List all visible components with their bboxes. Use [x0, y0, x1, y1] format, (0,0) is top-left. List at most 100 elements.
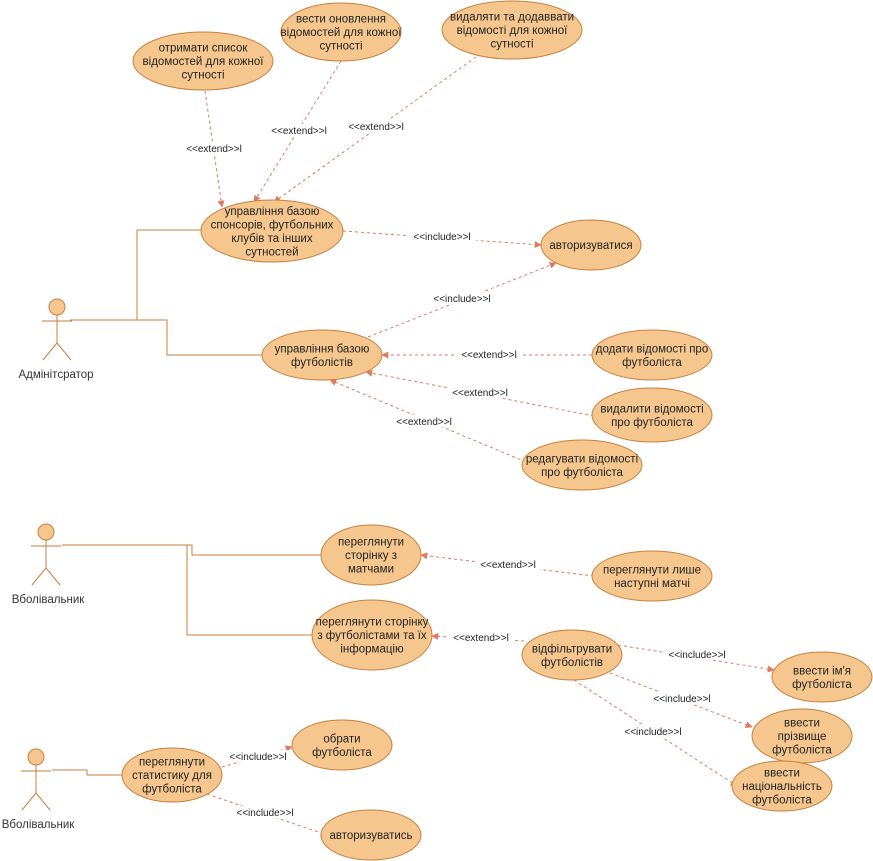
use-case-label: отримати список [159, 43, 249, 55]
use-case-ellipse [591, 329, 713, 381]
actor-left-leg [21, 792, 37, 811]
extend-label: <<extend>>l [452, 388, 508, 399]
actor-left-leg [42, 342, 58, 361]
extend-label: <<extend>>l [396, 417, 452, 428]
use-case-uc-auth2[interactable]: авторизуватись [320, 809, 422, 861]
extend-arrow [420, 552, 595, 577]
association-line [62, 544, 321, 556]
use-case-uc-auth[interactable]: авторизуватися [540, 219, 642, 271]
use-case-label: управління базою [275, 343, 370, 355]
use-case-ellipse [521, 629, 623, 681]
label-background [449, 631, 513, 643]
actor-fan2[interactable]: Вболівальник [2, 748, 76, 831]
use-case-ellipse [121, 747, 223, 803]
include-relation: <<include>>l [367, 262, 557, 338]
include-relation: <<include>>l [573, 679, 738, 787]
actor-left-leg [31, 567, 47, 586]
use-case-label: ввести ім'я [793, 665, 851, 677]
actor-name: Адмінітсратор [18, 369, 93, 381]
association-line [62, 544, 312, 636]
label-background [182, 142, 246, 154]
actor-head-icon [27, 748, 45, 766]
extend-relation: <<extend>>l [273, 56, 477, 203]
use-case-label: футболіста [622, 357, 682, 369]
include-relation: <<include>>l [221, 745, 293, 768]
actor-right-leg [56, 342, 72, 361]
label-background [662, 648, 732, 660]
actor-name: Вболівальник [12, 594, 86, 606]
use-case-ellipse [591, 550, 713, 602]
use-case-label: про футболіста [611, 417, 693, 429]
use-case-label: ввести [784, 718, 820, 730]
use-case-label: відомості для кожної [457, 25, 569, 37]
use-case-label: обрати [323, 733, 360, 745]
use-case-ellipse [731, 760, 833, 812]
use-case-label: національність [742, 781, 822, 793]
use-case-uc-name[interactable]: ввести ім'я футболіста [771, 651, 873, 703]
use-case-label: переглянути [338, 537, 404, 549]
label-background [457, 348, 521, 360]
use-case-label: футболіста [142, 784, 202, 796]
actor-name: Вболівальник [2, 819, 76, 831]
use-case-ellipse [591, 387, 713, 443]
extend-relation: <<extend>>l [365, 369, 595, 417]
association-line [70, 319, 262, 356]
use-case-label: сутності [181, 70, 224, 82]
use-case-ellipse [441, 0, 583, 60]
actor-right-leg [35, 792, 51, 811]
use-case-label: футболіста [752, 795, 812, 807]
association-line [70, 229, 201, 321]
use-case-label: про футболіста [541, 467, 623, 479]
use-case-ellipse [291, 719, 393, 771]
use-case-ellipse [771, 651, 873, 703]
use-case-label: матчами [348, 564, 394, 576]
associations [52, 229, 321, 776]
use-case-label: футболіста [312, 747, 372, 759]
use-case-ellipse [320, 524, 422, 586]
include-label: <<include>>l [653, 694, 710, 705]
use-case-label: авторизуватись [329, 830, 412, 842]
actor-fan1[interactable]: Вболівальник [12, 523, 86, 606]
association-line [52, 769, 122, 776]
use-case-label: вести оновлення [296, 14, 386, 26]
label-background [647, 692, 717, 704]
include-label: <<include>>l [433, 294, 490, 305]
actor-admin[interactable]: Адмінітсратор [18, 298, 94, 381]
use-case-label: футболіста [792, 679, 852, 691]
use-case-label: спонсорів, футбольних [211, 219, 334, 231]
include-label: <<include>>l [624, 727, 681, 738]
use-case-label: переглянути [139, 757, 205, 769]
use-case-label: додати відомості про [596, 343, 708, 355]
include-arrow [609, 672, 753, 729]
include-relation: <<include>>l [206, 793, 328, 837]
extend-relation: <<extend>>l [329, 379, 527, 463]
label-background [392, 415, 456, 427]
use-case-label: управління базою [225, 206, 320, 218]
label-background [344, 120, 408, 132]
label-background [427, 292, 497, 304]
use-case-uc-choose[interactable]: обрати футболіста [291, 719, 393, 771]
use-case-ellipse [320, 809, 422, 861]
use-case-uc-add-player[interactable]: додати відомості про футболіста [591, 329, 713, 381]
use-case-ellipse [311, 599, 433, 671]
extend-arrow [253, 60, 342, 203]
use-case-label: прізвище [778, 731, 827, 743]
extend-label: <<extend>>l [186, 144, 242, 155]
extend-label: <<extend>>l [480, 560, 536, 571]
